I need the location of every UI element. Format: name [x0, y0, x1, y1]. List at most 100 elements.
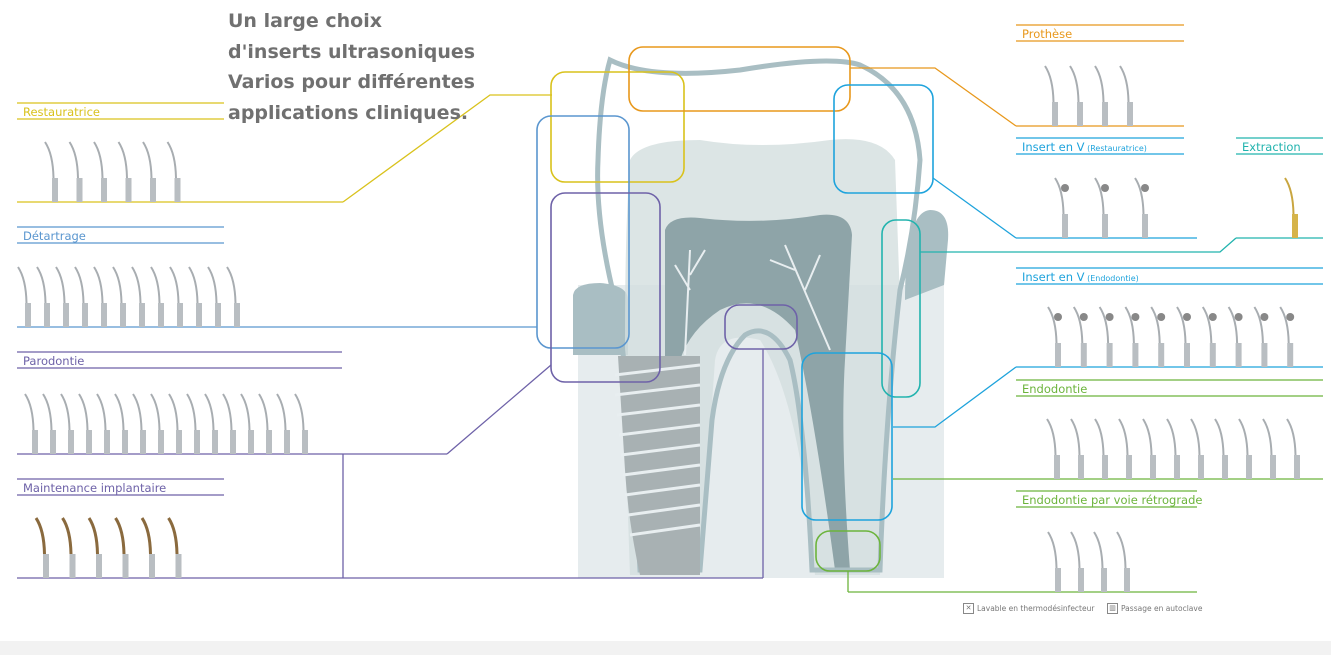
insert-tip-icon[interactable]	[1047, 531, 1061, 592]
category-label-maintenance: Maintenance implantaire	[23, 481, 166, 495]
insert-tip-icon[interactable]	[87, 517, 102, 578]
insert-tip-icon[interactable]	[1253, 306, 1269, 367]
category-title: Maintenance implantaire	[23, 481, 167, 495]
category-label-prothese: Prothèse	[1022, 27, 1072, 41]
insert-tip-icon[interactable]	[1069, 65, 1083, 126]
insert-tip-icon[interactable]	[93, 141, 107, 202]
insert-tip-icon[interactable]	[93, 266, 107, 327]
insert-tip-icon[interactable]	[1094, 65, 1108, 126]
category-subtitle: (Restauratrice)	[1084, 144, 1147, 153]
insert-tip-icon[interactable]	[1094, 177, 1109, 238]
insert-tip-icon[interactable]	[1124, 306, 1140, 367]
insert-tip-icon[interactable]	[1093, 531, 1107, 592]
insert-tip-icon[interactable]	[1072, 306, 1088, 367]
insert-tip-icon[interactable]	[42, 393, 56, 454]
insert-tip-icon[interactable]	[78, 393, 92, 454]
connector-line	[893, 366, 1017, 428]
insert-tip-icon[interactable]	[240, 393, 254, 454]
insert-tip-icon[interactable]	[1070, 531, 1084, 592]
category-parodontie	[17, 192, 661, 455]
insert-tip-icon[interactable]	[204, 393, 218, 454]
category-label-parodontie: Parodontie	[23, 354, 84, 368]
category-endodontie-retrograde	[815, 490, 1197, 593]
category-title: Prothèse	[1022, 27, 1073, 41]
category-detartrage	[17, 115, 630, 349]
insert-tip-icon[interactable]	[169, 266, 183, 327]
category-maintenance	[17, 304, 798, 579]
insert-tip-icon[interactable]	[1214, 418, 1228, 479]
insert-tip-icon[interactable]	[1116, 531, 1130, 592]
insert-tip-icon[interactable]	[114, 393, 128, 454]
insert-tip-icon[interactable]	[226, 266, 240, 327]
insert-tip-icon[interactable]	[24, 393, 38, 454]
insert-tip-icon[interactable]	[1094, 418, 1108, 479]
insert-tip-icon[interactable]	[1046, 418, 1060, 479]
insert-tip-icon[interactable]	[1044, 65, 1058, 126]
insert-tip-icon[interactable]	[168, 393, 182, 454]
insert-tip-icon[interactable]	[294, 393, 308, 454]
category-label-endodontie: Endodontie	[1022, 382, 1087, 396]
legend-text: Passage en autoclave	[1121, 604, 1203, 613]
insert-tip-icon[interactable]	[68, 141, 83, 202]
insert-tip-icon[interactable]	[1119, 65, 1133, 126]
insert-tip-icon[interactable]	[131, 266, 145, 327]
insert-tip-icon[interactable]	[186, 393, 200, 454]
insert-tip-icon[interactable]	[132, 393, 146, 454]
zone-restauratrice	[550, 71, 685, 183]
zone-insert-v-restauratrice	[833, 84, 934, 194]
insert-tip-icon[interactable]	[112, 266, 126, 327]
insert-tip-icon[interactable]	[1227, 306, 1243, 367]
insert-tip-icon[interactable]	[1279, 306, 1295, 367]
insert-tip-icon[interactable]	[1286, 418, 1300, 479]
headline-line: Un large choix	[228, 10, 382, 32]
insert-tip-icon[interactable]	[1070, 418, 1084, 479]
insert-tip-icon[interactable]	[276, 393, 290, 454]
category-title: Endodontie par voie rétrograde	[1022, 493, 1203, 507]
category-label-restauratrice: Restauratrice	[23, 105, 100, 119]
headline-line: Varios pour différentes	[228, 71, 475, 93]
zone-parodontie	[550, 192, 661, 383]
insert-tip-icon[interactable]	[142, 141, 156, 202]
insert-tip-icon[interactable]	[1166, 418, 1180, 479]
legend-thermodisinfector: ✕ Lavable en thermodésinfecteur	[963, 603, 1094, 614]
insert-tip-icon[interactable]	[61, 517, 76, 578]
insert-tip-icon[interactable]	[17, 266, 31, 327]
insert-tip-icon[interactable]	[60, 393, 74, 454]
insert-tip-icon[interactable]	[1190, 418, 1204, 479]
insert-tip-icon[interactable]	[36, 266, 50, 327]
legend-text: Lavable en thermodésinfecteur	[977, 604, 1095, 613]
insert-tip-icon[interactable]	[1262, 418, 1276, 479]
insert-tip-icon[interactable]	[1047, 306, 1062, 367]
insert-tip-icon[interactable]	[1176, 306, 1191, 367]
insert-tip-icon[interactable]	[140, 517, 155, 578]
insert-tip-icon[interactable]	[1238, 418, 1252, 479]
implant	[614, 356, 701, 575]
insert-tip-icon[interactable]	[117, 141, 132, 202]
headline: Un large choix d'inserts ultrasoniques V…	[228, 6, 475, 128]
insert-tip-icon[interactable]	[207, 266, 221, 327]
insert-tip-icon[interactable]	[96, 393, 110, 454]
insert-tip-icon[interactable]	[1134, 177, 1149, 238]
insert-tip-icon[interactable]	[1054, 177, 1069, 238]
category-prothese	[628, 24, 1184, 127]
insert-tip-icon[interactable]	[114, 517, 129, 578]
insert-tip-icon[interactable]	[1098, 306, 1114, 367]
insert-tip-icon[interactable]	[167, 517, 182, 578]
connector-line	[446, 364, 552, 455]
insert-tip-icon[interactable]	[34, 517, 49, 578]
insert-tip-icon[interactable]	[55, 266, 69, 327]
insert-tip-icon[interactable]	[1142, 418, 1156, 479]
insert-tip-icon[interactable]	[1118, 418, 1132, 479]
insert-tip-icon[interactable]	[188, 266, 202, 327]
insert-tip-icon[interactable]	[74, 266, 88, 327]
insert-tip-icon[interactable]	[1284, 177, 1298, 238]
insert-tip-icon[interactable]	[222, 393, 236, 454]
insert-tip-icon[interactable]	[44, 141, 58, 202]
insert-tip-icon[interactable]	[166, 141, 181, 202]
category-title: Insert en V	[1022, 140, 1085, 154]
insert-tip-icon[interactable]	[1150, 306, 1166, 367]
insert-tip-icon[interactable]	[1201, 306, 1217, 367]
insert-tip-icon[interactable]	[258, 393, 272, 454]
insert-tip-icon[interactable]	[150, 393, 164, 454]
insert-tip-icon[interactable]	[150, 266, 164, 327]
